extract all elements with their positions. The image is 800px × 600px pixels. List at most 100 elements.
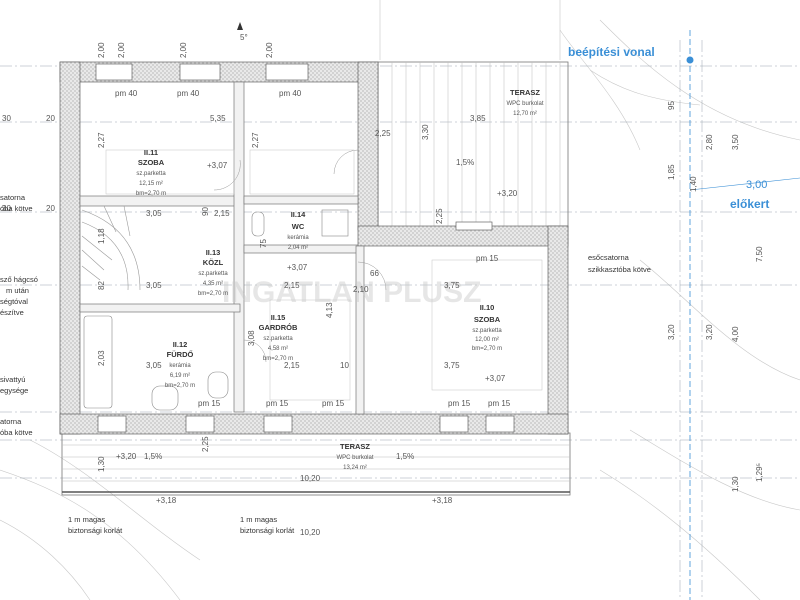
dim-label: 3,75: [444, 361, 460, 370]
dim-label: 10: [340, 361, 349, 370]
slope-marker: 1,5%: [144, 452, 162, 461]
left-note: atorna: [0, 417, 22, 426]
dim-label: 30: [2, 114, 11, 123]
room-height: bm=2,70 m: [136, 191, 166, 197]
grid-lines: [0, 40, 800, 600]
dim-label: 2,15: [284, 361, 300, 370]
dim-label: 3,75: [444, 281, 460, 290]
dim-label: 4,00: [731, 326, 740, 342]
railing-note: 1 m magas: [68, 515, 105, 524]
dim-label: 2,15: [214, 209, 230, 218]
terrace-floor: WPC burkolat: [506, 101, 543, 107]
slope-marker: 1,5%: [396, 452, 414, 461]
stair: [81, 205, 141, 291]
dim-label: 82: [97, 281, 106, 290]
dim-label: 2,15: [284, 281, 300, 290]
slope-markers: 1,5% 1,5% 1,5%: [144, 158, 474, 461]
dim-label: pm 15: [448, 399, 471, 408]
north-angle: 5°: [240, 33, 248, 42]
room-ii14: II.14 WC kerámia 2,04 m²: [287, 210, 309, 251]
room-ii11: II.11 SZOBA sz.parketta 12,15 m² bm=2,70…: [136, 148, 166, 197]
railing-note: biztonsági korlát: [68, 526, 123, 535]
dim-label: 3,05: [146, 281, 162, 290]
dim-label: 7,50: [755, 246, 764, 262]
room-id: II.10: [480, 303, 495, 312]
level-marker: +3,07: [207, 161, 228, 170]
left-notes: satorna óba kötve sző hágcsó m után ségt…: [0, 193, 38, 437]
dim-label: 2,80: [705, 134, 714, 150]
room-floor: sz.parketta: [136, 171, 166, 177]
room-floor: sz.parketta: [198, 271, 228, 277]
upper-terrace: [377, 61, 569, 228]
dim-label: 2,03: [97, 350, 106, 366]
dim-label: 3,05: [146, 361, 162, 370]
building-line-text: beépítési vonal: [568, 45, 655, 59]
terrace-name: TERASZ: [340, 442, 370, 451]
terrace-lower-label: TERASZ WPC burkolat 13,24 m²: [336, 442, 373, 471]
left-note: óba kötve: [0, 428, 33, 437]
dim-label: 30: [2, 204, 11, 213]
room-area: 4,58 m²: [268, 346, 288, 352]
left-note: satorna: [0, 193, 26, 202]
left-note: észítve: [0, 308, 24, 317]
railing-note: 1 m magas: [240, 515, 277, 524]
dim-label: 3,20: [705, 324, 714, 340]
dim-label: 2,25: [375, 129, 391, 138]
room-id: II.15: [271, 313, 286, 322]
dim-label: 1,40: [689, 176, 698, 192]
room-id: II.13: [206, 248, 221, 257]
room-floor: kerámia: [169, 363, 191, 369]
dim-label: 2,00: [117, 42, 126, 58]
dim-label: 3,08: [247, 330, 256, 346]
terrace-name: TERASZ: [510, 88, 540, 97]
level-markers: +3,07 +3,07 +3,07 +3,20 +3,20 +3,18 +3,1…: [116, 161, 518, 505]
left-note: egysége: [0, 386, 28, 395]
watermark: INGATLAN PLUSZ: [222, 276, 481, 309]
room-name: KÖZL: [203, 258, 224, 267]
dim-label: 66: [370, 269, 379, 278]
room-area: 12,00 m²: [475, 337, 499, 343]
dim-label: 10,20: [300, 528, 321, 537]
dim-label: 2,00: [265, 42, 274, 58]
room-name: FÜRDŐ: [167, 350, 194, 359]
room-height: bm=2,70 m: [263, 356, 293, 362]
gutter-note-right: esőcsatorna szikkasztóba kötve: [588, 253, 651, 274]
dim-label: pm 15: [198, 399, 221, 408]
room-name: WC: [292, 222, 305, 231]
slope-marker: 1,5%: [456, 158, 474, 167]
dim-label: 2,00: [97, 42, 106, 58]
building-line-marker: [686, 56, 694, 64]
room-height: bm=2,70 m: [472, 346, 502, 352]
dim-label: 3,85: [470, 114, 486, 123]
left-note: óba kötve: [0, 204, 33, 213]
left-note: m után: [6, 286, 29, 295]
windows: [95, 63, 515, 433]
dim-label: 2,25: [435, 208, 444, 224]
level-marker: +3,18: [432, 496, 453, 505]
dim-label: 10,20: [300, 474, 321, 483]
dim-label: pm 40: [279, 89, 302, 98]
front-garden-dim: 3,00: [746, 179, 767, 191]
dim-label: pm 40: [115, 89, 138, 98]
dim-label: pm 15: [476, 254, 499, 263]
dim-label: 4,13: [325, 302, 334, 318]
front-garden-text: előkert: [730, 197, 769, 211]
dim-label: 95: [667, 101, 676, 110]
room-id: II.14: [291, 210, 306, 219]
level-marker: +3,20: [116, 452, 137, 461]
room-floor: kerámia: [287, 235, 309, 241]
dim-label: 1,30: [97, 456, 106, 472]
dim-label: 2,27: [97, 132, 106, 148]
room-area: 2,04 m²: [288, 245, 308, 251]
room-floor: sz.parketta: [263, 336, 293, 342]
left-note: ségtóval: [0, 297, 28, 306]
room-height: bm=2,70 m: [198, 291, 228, 297]
room-height: bm=2,70 m: [165, 383, 195, 389]
furniture: [105, 149, 543, 401]
lower-terrace: [61, 432, 571, 496]
dim-label: 2,10: [353, 285, 369, 294]
dim-label: 75: [259, 239, 268, 248]
dim-label: 2,27: [251, 132, 260, 148]
level-marker: +3,20: [497, 189, 518, 198]
terrace-upper-label: TERASZ WPC burkolat 12,70 m²: [506, 88, 543, 117]
